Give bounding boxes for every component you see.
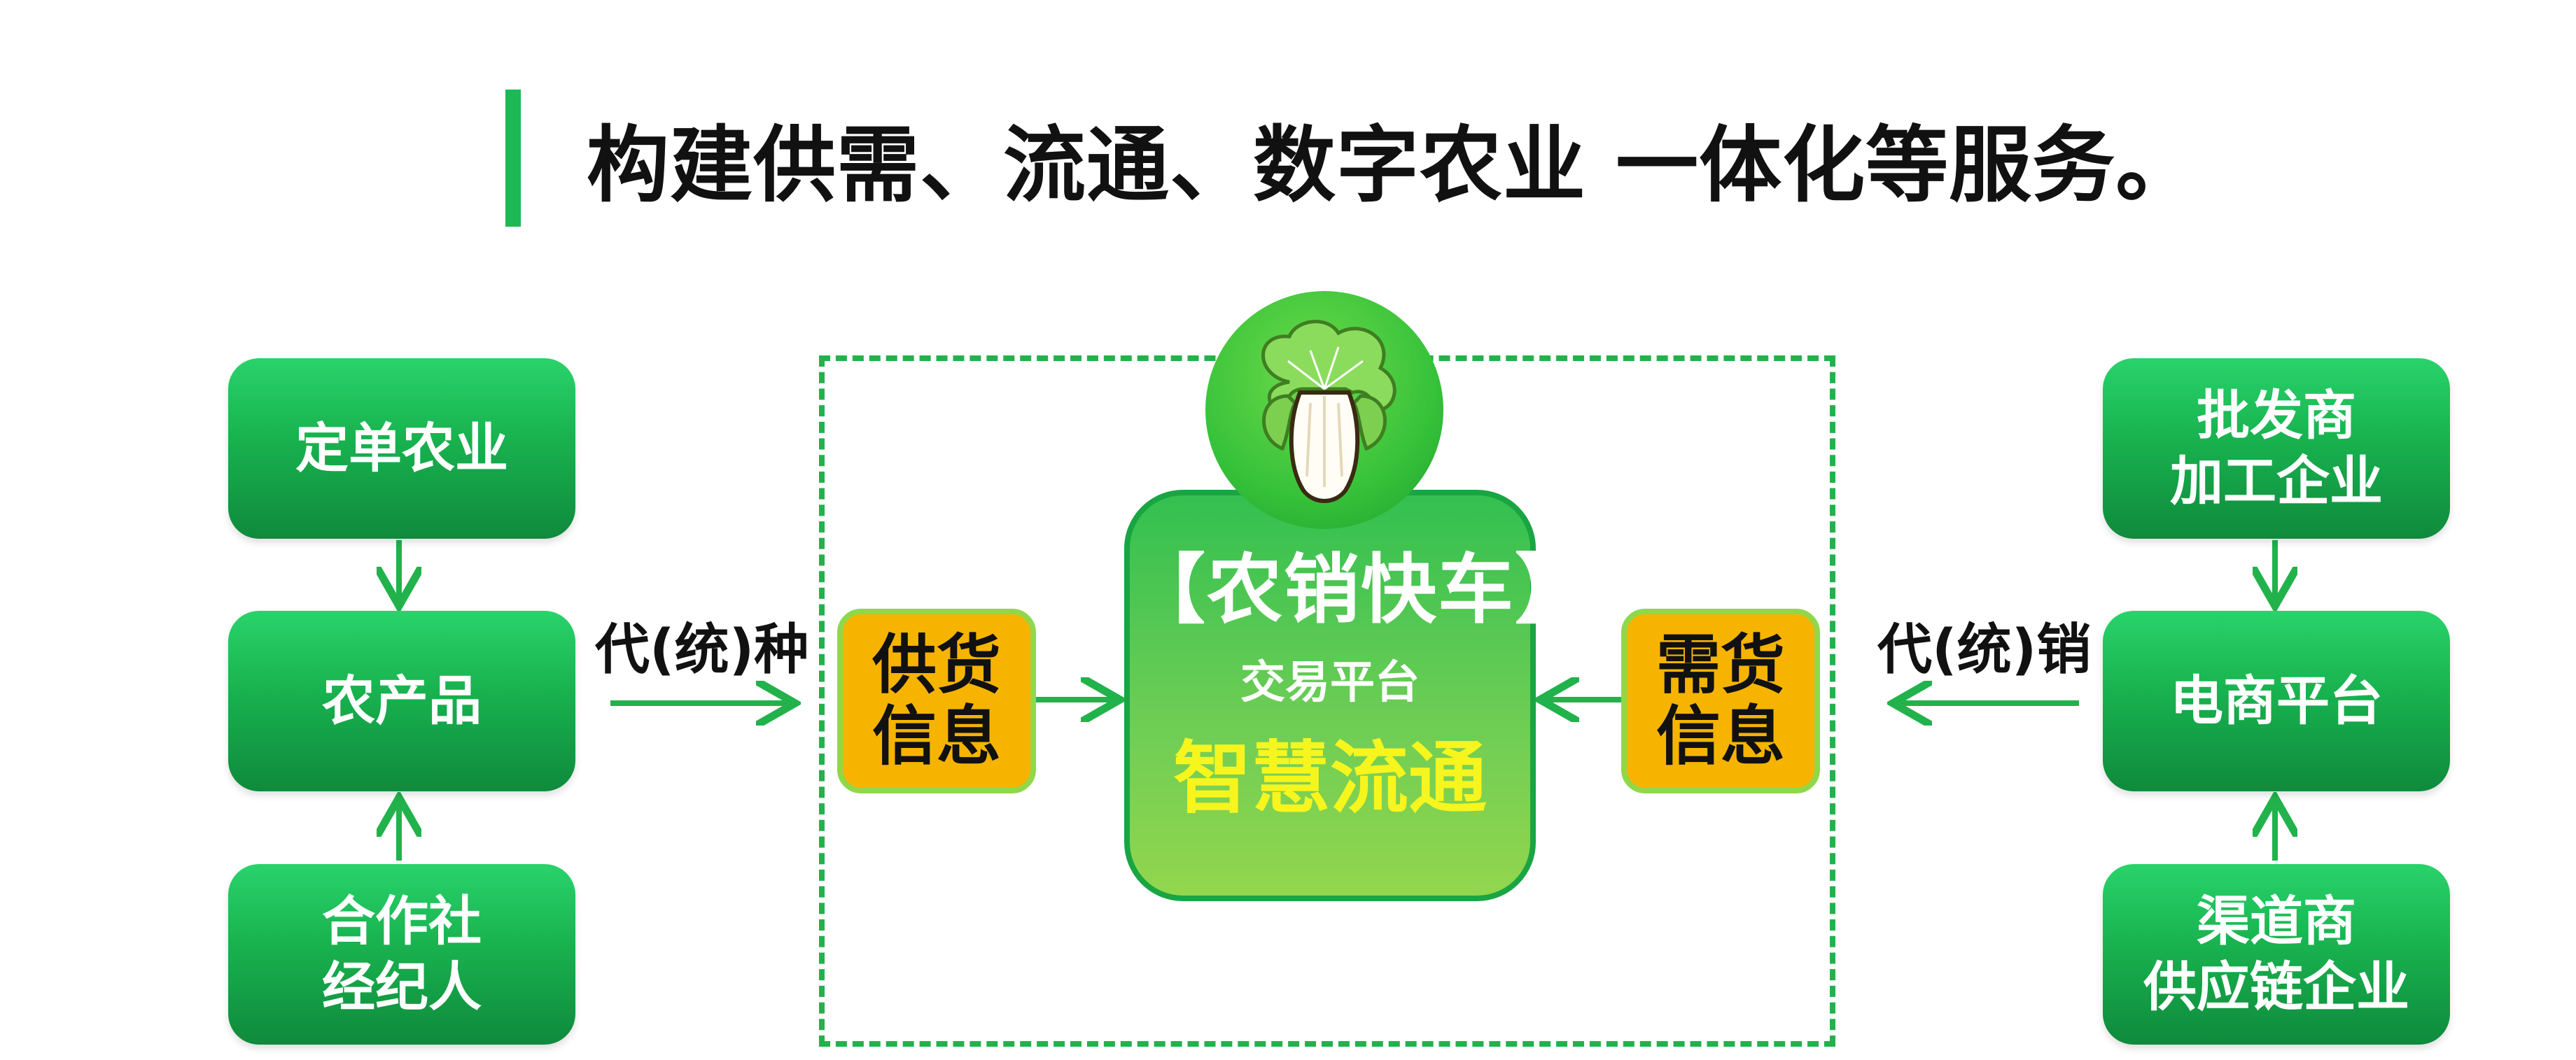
- page-title: 构建供需、流通、数字农业 一体化等服务。: [587, 117, 2199, 213]
- bok-choy-drawing: [1261, 320, 1396, 503]
- box-agri-products: 农产品: [228, 611, 575, 791]
- box-supply-info: 供货 信息: [837, 609, 1036, 793]
- center-title: 【农销快车】: [1130, 546, 1592, 634]
- bok-choy-icon: [1205, 291, 1443, 529]
- box-agri-products-label: 农产品: [322, 670, 482, 732]
- box-wholesale-processing: 批发商 加工企业: [2103, 358, 2450, 539]
- edge-label-right: 代(统)销: [1877, 619, 2092, 681]
- supply-label-line2: 信息: [872, 699, 1001, 774]
- box-supplychain-label: 供应链企业: [2143, 956, 2409, 1018]
- box-channel-label: 渠道商: [2197, 890, 2356, 952]
- box-ecommerce-platform: 电商平台: [2103, 611, 2450, 791]
- title-accent-bar: [505, 90, 521, 227]
- box-demand-info: 需货 信息: [1621, 609, 1820, 793]
- supply-label-line1: 供货: [872, 628, 1001, 702]
- center-platform-box: 【农销快车】 交易平台 智慧流通: [1124, 490, 1592, 901]
- box-broker-label: 经纪人: [322, 956, 482, 1018]
- box-processing-label: 加工企业: [2170, 450, 2383, 512]
- box-ecommerce-label: 电商平台: [2170, 670, 2383, 732]
- box-cooperative-label: 合作社: [322, 890, 482, 952]
- center-subtitle: 交易平台: [1240, 657, 1420, 709]
- edge-label-left: 代(统)种: [595, 619, 809, 681]
- center-highlight: 智慧流通: [1173, 733, 1487, 824]
- box-cooperative-broker: 合作社 经纪人: [228, 864, 575, 1045]
- demand-label-line2: 信息: [1656, 699, 1785, 774]
- demand-label-line1: 需货: [1656, 628, 1785, 702]
- box-channel-supplychain: 渠道商 供应链企业: [2103, 864, 2450, 1045]
- box-order-farming-label: 定单农业: [295, 417, 508, 479]
- box-wholesale-label: 批发商: [2197, 384, 2356, 446]
- box-order-farming: 定单农业: [228, 358, 575, 539]
